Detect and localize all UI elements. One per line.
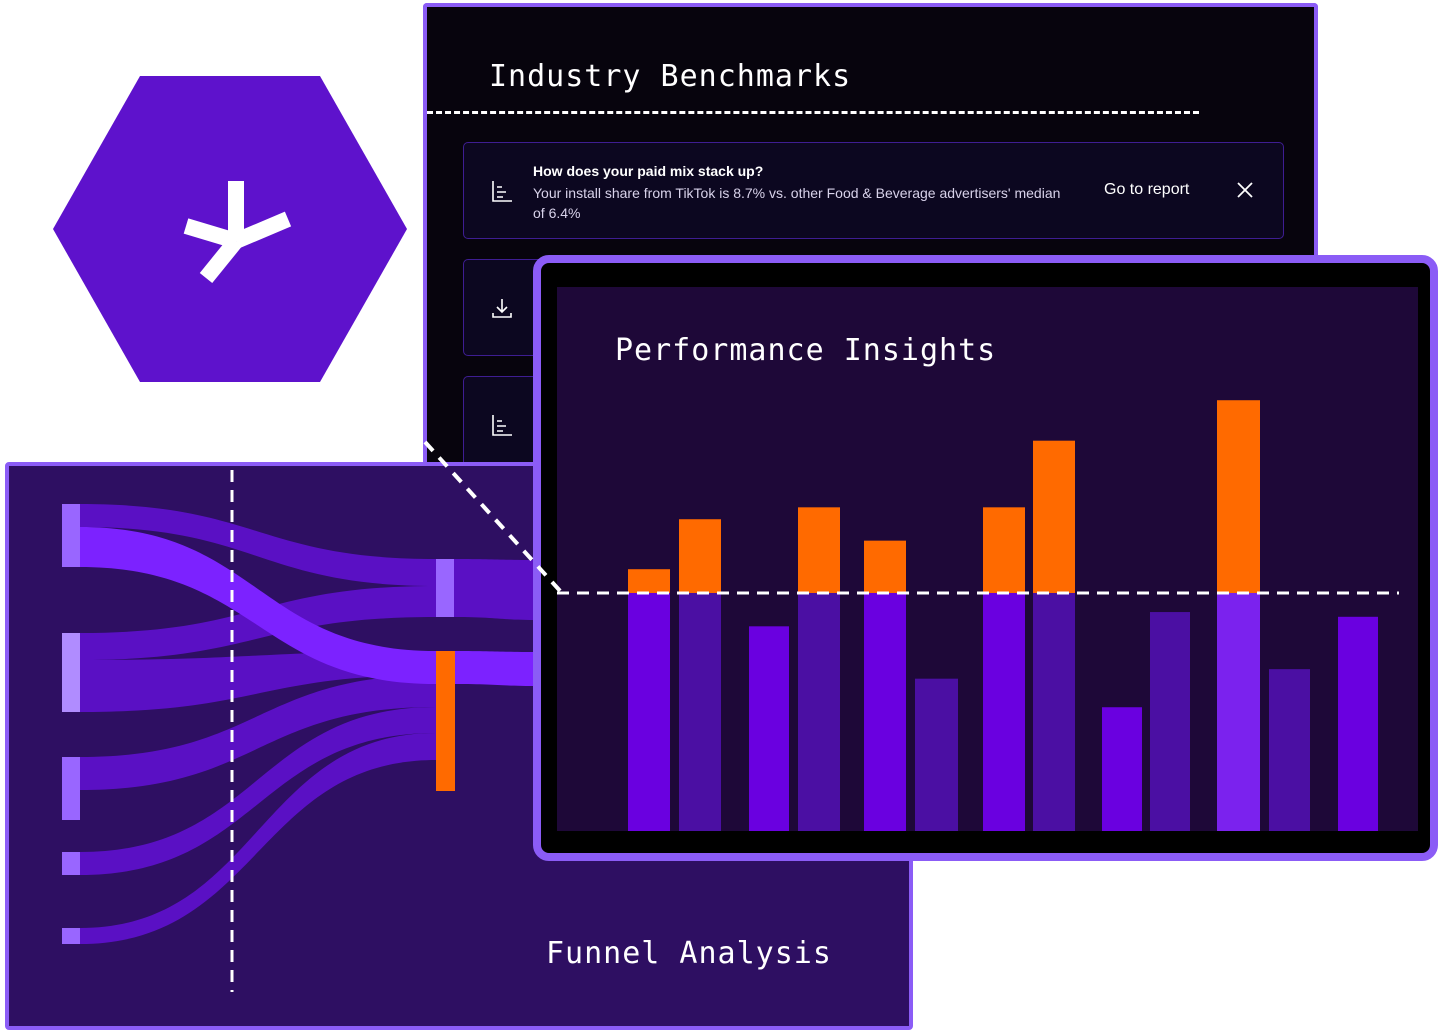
bar-above-benchmark [628,569,670,593]
panel-title: Industry Benchmarks [489,59,852,94]
bar-chart-icon [492,181,512,202]
bar [864,593,906,831]
bar [679,593,721,831]
bar-above-benchmark [679,519,721,593]
bar [1269,669,1310,831]
brand-logo [53,76,407,382]
sankey-node [62,852,80,875]
bar-above-benchmark [798,507,840,593]
bar [1033,593,1075,831]
bar [983,593,1025,831]
bar [798,593,840,831]
sankey-flow [80,504,436,586]
sankey-flow [80,675,436,790]
sankey-node [62,928,80,944]
bar-above-benchmark [983,507,1025,593]
sankey-node [62,757,80,820]
panel-title: Funnel Analysis [546,936,832,971]
bar-above-benchmark [1033,440,1075,593]
bar [1150,612,1190,831]
performance-insights-panel: Performance Insights [533,255,1438,861]
bar [915,678,958,831]
insight-question: How does your paid mix stack up? [533,163,764,179]
bar-above-benchmark [864,540,906,593]
sankey-flow [454,559,540,620]
go-to-report-link[interactable]: Go to report [1104,181,1190,198]
close-icon[interactable] [1234,179,1256,201]
sankey-diagram [62,470,540,992]
panel-title: Performance Insights [615,333,997,368]
bar [749,626,789,831]
sankey-node [436,559,454,617]
bar [1338,616,1378,831]
dashed-divider [427,111,1199,114]
bar [628,593,670,831]
sankey-node [62,504,80,567]
sankey-flow [80,733,436,944]
bar [1102,707,1142,831]
sankey-node [62,633,80,712]
bar-above-benchmark [1217,400,1260,593]
bar-chart [557,400,1399,831]
download-icon [492,299,512,318]
bar-chart-icon [492,415,512,436]
bar [1217,593,1260,831]
logo-mark-icon [183,181,292,284]
sankey-flow [80,707,436,875]
sankey-flow [80,527,436,684]
insight-card: How does your paid mix stack up? Your in… [463,142,1284,239]
sankey-node-highlight [436,651,455,791]
sankey-flow [454,651,540,686]
chart-area: Performance Insights [557,287,1418,831]
insight-detail: Your install share from TikTok is 8.7% v… [533,185,1061,221]
